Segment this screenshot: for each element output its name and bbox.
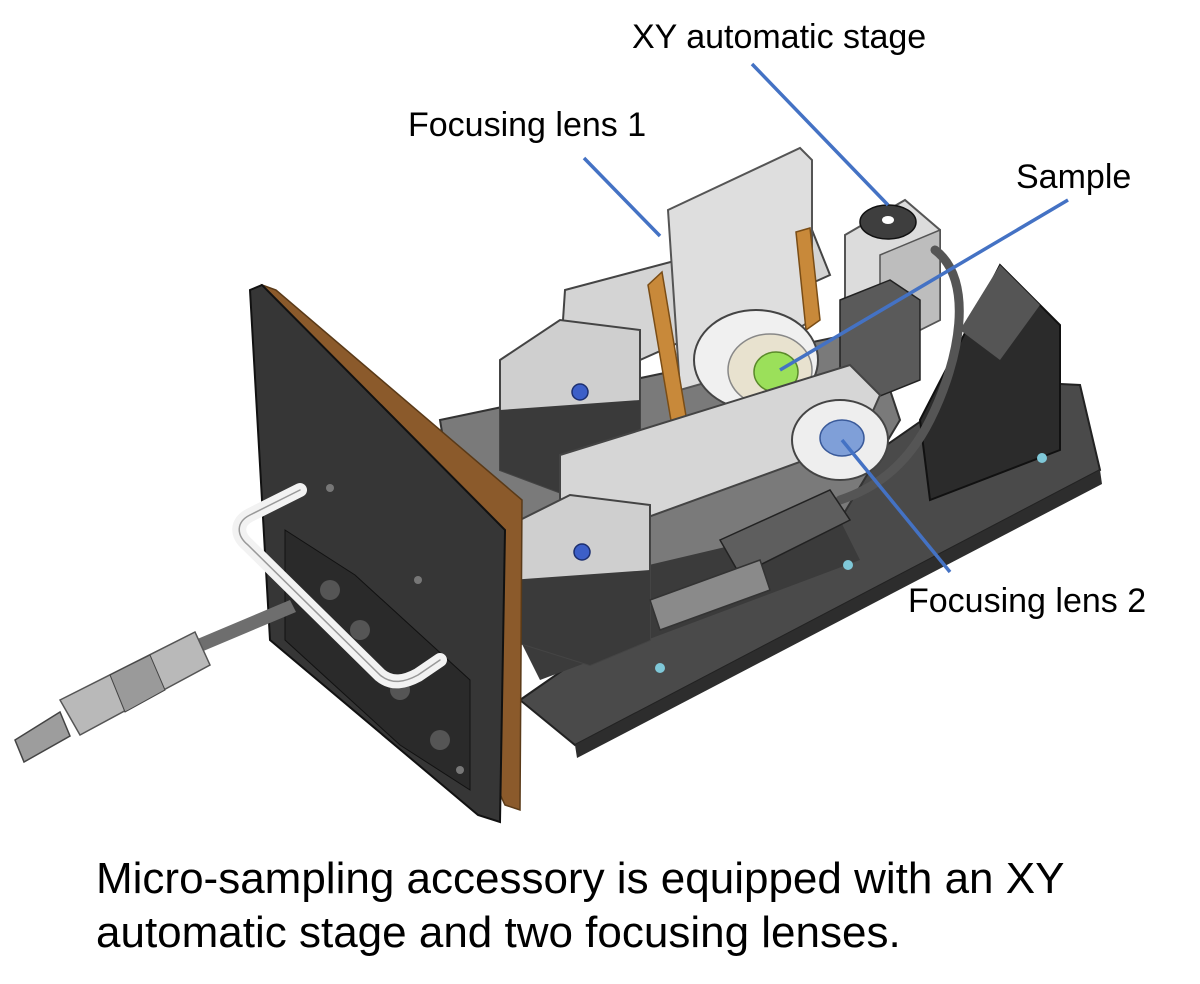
callout-line-focusing-lens-2: [840, 438, 952, 574]
label-xy-automatic-stage: XY automatic stage: [632, 18, 927, 56]
focusing-lens-2-glass: [819, 419, 865, 457]
label-focusing-lens-2: Focusing lens 2: [908, 582, 1147, 620]
lens2-arm-block-dark: [510, 570, 650, 665]
fiber-cable: [195, 600, 296, 652]
panel-port-4: [430, 730, 450, 750]
connector-tube: [718, 489, 852, 576]
base-screw-1: [1037, 453, 1047, 463]
label-sample: Sample: [1016, 158, 1132, 196]
fiber-connector-ring: [109, 654, 166, 713]
screw-blue-2: [573, 543, 591, 561]
callout-line-sample: [779, 198, 1069, 372]
caption-line-2: automatic stage and two focusing lenses.: [96, 908, 901, 957]
panel-hole-3: [456, 766, 464, 774]
base-screw-3: [655, 663, 665, 673]
panel-port-1: [320, 580, 340, 600]
cable: [835, 245, 964, 505]
xy-stage-knob-hole: [882, 216, 894, 224]
panel-handle-outline: [238, 489, 441, 683]
fiber-tip: [14, 710, 71, 764]
callout-line-xy-stage: [750, 62, 890, 207]
base-screw-2: [843, 560, 853, 570]
callout-line-focusing-lens-1: [582, 156, 662, 238]
panel-hole-1: [326, 484, 334, 492]
figure-caption: Micro-sampling accessory is equipped wit…: [96, 852, 1156, 960]
amber-rail-right: [795, 227, 821, 332]
right-housing-top: [960, 265, 1040, 360]
caption-line-1: Micro-sampling accessory is equipped wit…: [96, 854, 1065, 903]
base-plate-edge: [575, 470, 1102, 758]
label-focusing-lens-1: Focusing lens 1: [408, 106, 647, 144]
screw-blue-1: [571, 383, 589, 401]
panel-hole-2: [414, 576, 422, 584]
connector-tube-2: [649, 559, 771, 631]
panel-port-2: [350, 620, 370, 640]
